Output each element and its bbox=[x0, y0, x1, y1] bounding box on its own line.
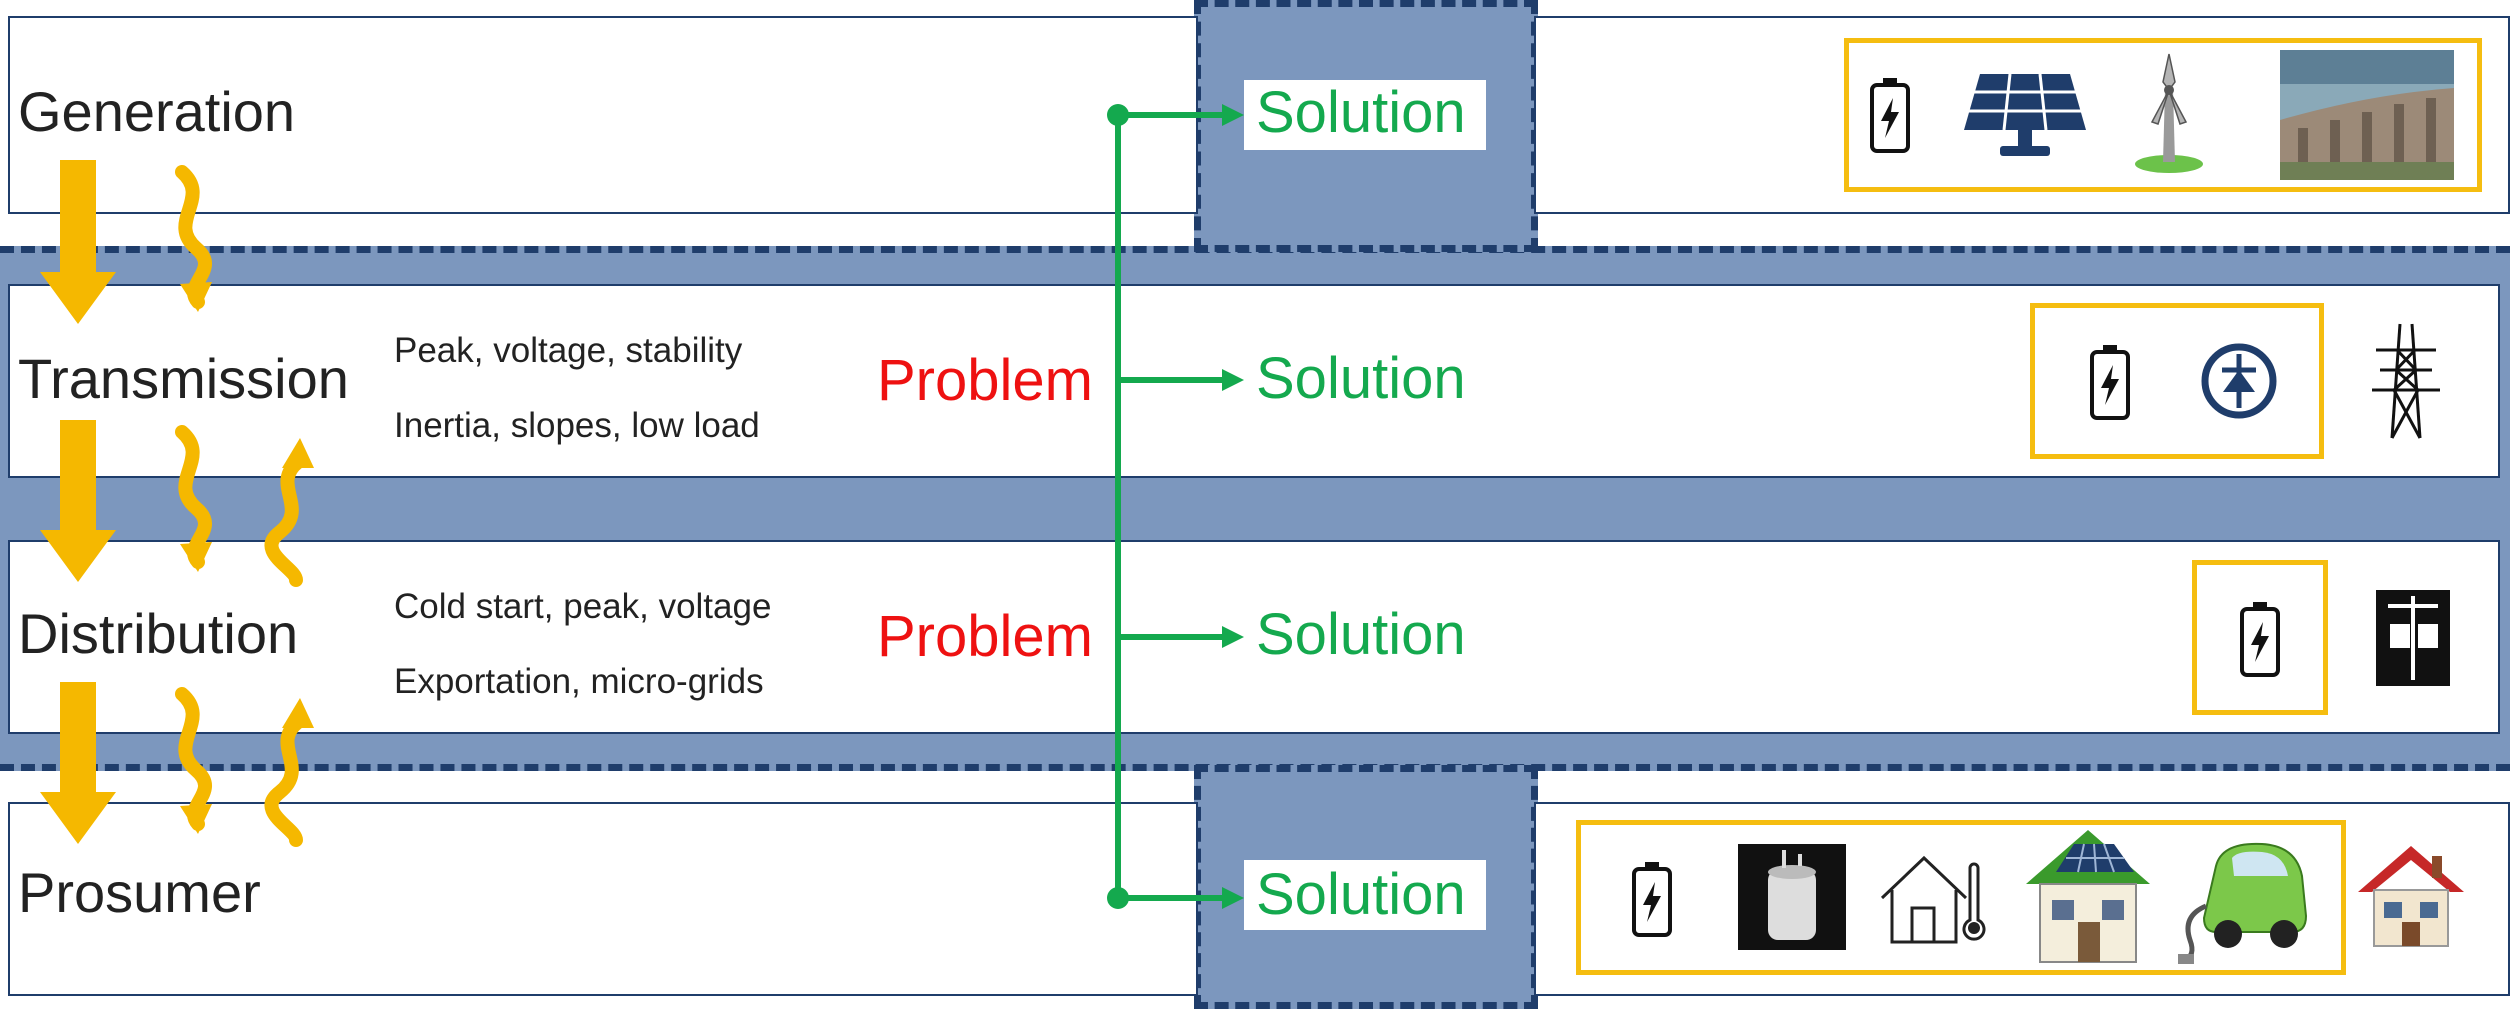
solution-label-prosumer: Solution bbox=[1256, 862, 1466, 927]
house-icon bbox=[2358, 846, 2464, 947]
smart-home-thermostat-icon bbox=[1880, 855, 1986, 944]
utility-pole-transformer-icon bbox=[2376, 590, 2450, 686]
solution-box-generation bbox=[1244, 80, 1486, 150]
down-arrow-gen-trans bbox=[40, 160, 116, 324]
electric-car-icon bbox=[2178, 842, 2308, 964]
solution-label-generation: Solution bbox=[1256, 80, 1466, 145]
lane-transmission bbox=[8, 284, 2500, 478]
lane-label-generation: Generation bbox=[18, 80, 296, 143]
wave-down-2 bbox=[175, 425, 212, 569]
energy-flow-arrows bbox=[40, 160, 314, 847]
wind-turbine-icon bbox=[2135, 53, 2203, 173]
solution-box-prosumer bbox=[1244, 860, 1486, 930]
lane-generation bbox=[8, 16, 1198, 214]
solar-house-icon bbox=[2026, 830, 2150, 963]
wave-up-2 bbox=[264, 715, 305, 847]
transmission-tower-icon bbox=[2372, 323, 2440, 439]
hydro-dam-icon bbox=[2280, 50, 2454, 180]
lane-prosumer-right bbox=[1534, 802, 2510, 996]
transmission-tech-box bbox=[2030, 303, 2324, 459]
lane-distribution bbox=[8, 540, 2500, 734]
lane-label-distribution: Distribution bbox=[18, 602, 299, 665]
lane-label-transmission: Transmission bbox=[18, 347, 349, 410]
battery-icon bbox=[2240, 602, 2280, 677]
distribution-issue-1: Cold start, peak, voltage bbox=[394, 587, 772, 626]
solution-label-transmission: Solution bbox=[1256, 346, 1466, 411]
wave-down-3 bbox=[175, 687, 212, 831]
diode-icon bbox=[2201, 343, 2277, 419]
solution-label-distribution: Solution bbox=[1256, 602, 1466, 667]
distribution-issue-2: Exportation, micro-grids bbox=[394, 662, 764, 701]
water-heater-icon bbox=[1738, 844, 1846, 950]
transmission-problem-label: Problem bbox=[877, 348, 1093, 413]
transmission-issue-1: Peak, voltage, stability bbox=[394, 331, 743, 370]
battery-icon bbox=[1870, 78, 1910, 153]
lane-label-prosumer: Prosumer bbox=[18, 861, 261, 924]
wave-up-1 bbox=[264, 455, 305, 587]
prosumer-tech-box bbox=[1576, 820, 2346, 975]
battery-icon bbox=[2090, 345, 2130, 420]
wave-down-1 bbox=[175, 165, 212, 309]
battery-icon bbox=[1632, 862, 1672, 937]
solar-panel-icon bbox=[1964, 73, 2086, 156]
transmission-issue-2: Inertia, slopes, low load bbox=[394, 406, 760, 445]
lane-prosumer bbox=[8, 802, 1198, 996]
distribution-tech-box bbox=[2192, 560, 2328, 715]
down-arrow-trans-dist bbox=[40, 420, 116, 582]
down-arrow-dist-prosumer bbox=[40, 682, 116, 844]
generation-tech-box bbox=[1844, 38, 2482, 192]
distribution-problem-label: Problem bbox=[877, 604, 1093, 669]
